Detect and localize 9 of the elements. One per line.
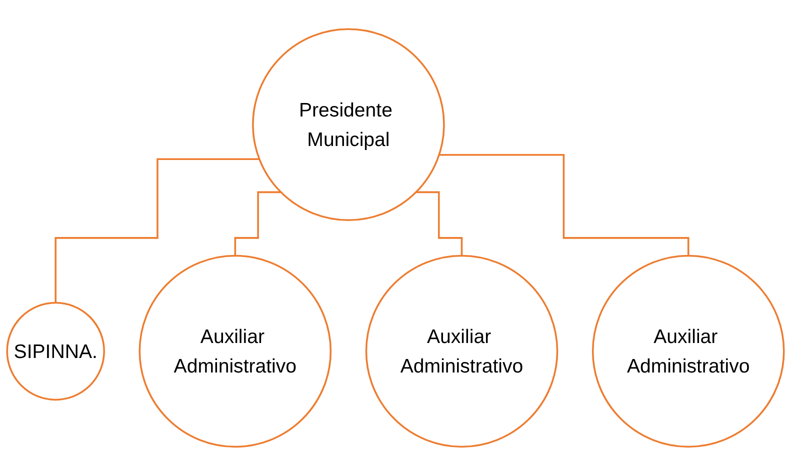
connector bbox=[416, 191, 463, 257]
node-circle: Auxiliar Administrativo bbox=[365, 254, 558, 448]
node-circle: Auxiliar Administrativo bbox=[592, 254, 785, 448]
connector bbox=[234, 191, 281, 257]
connector bbox=[439, 154, 690, 257]
connector bbox=[54, 158, 260, 304]
node-circle: Presidente Municipal bbox=[252, 28, 445, 222]
node-circle: SIPINNA. bbox=[6, 302, 105, 401]
node-circle: Auxiliar Administrativo bbox=[138, 254, 332, 448]
